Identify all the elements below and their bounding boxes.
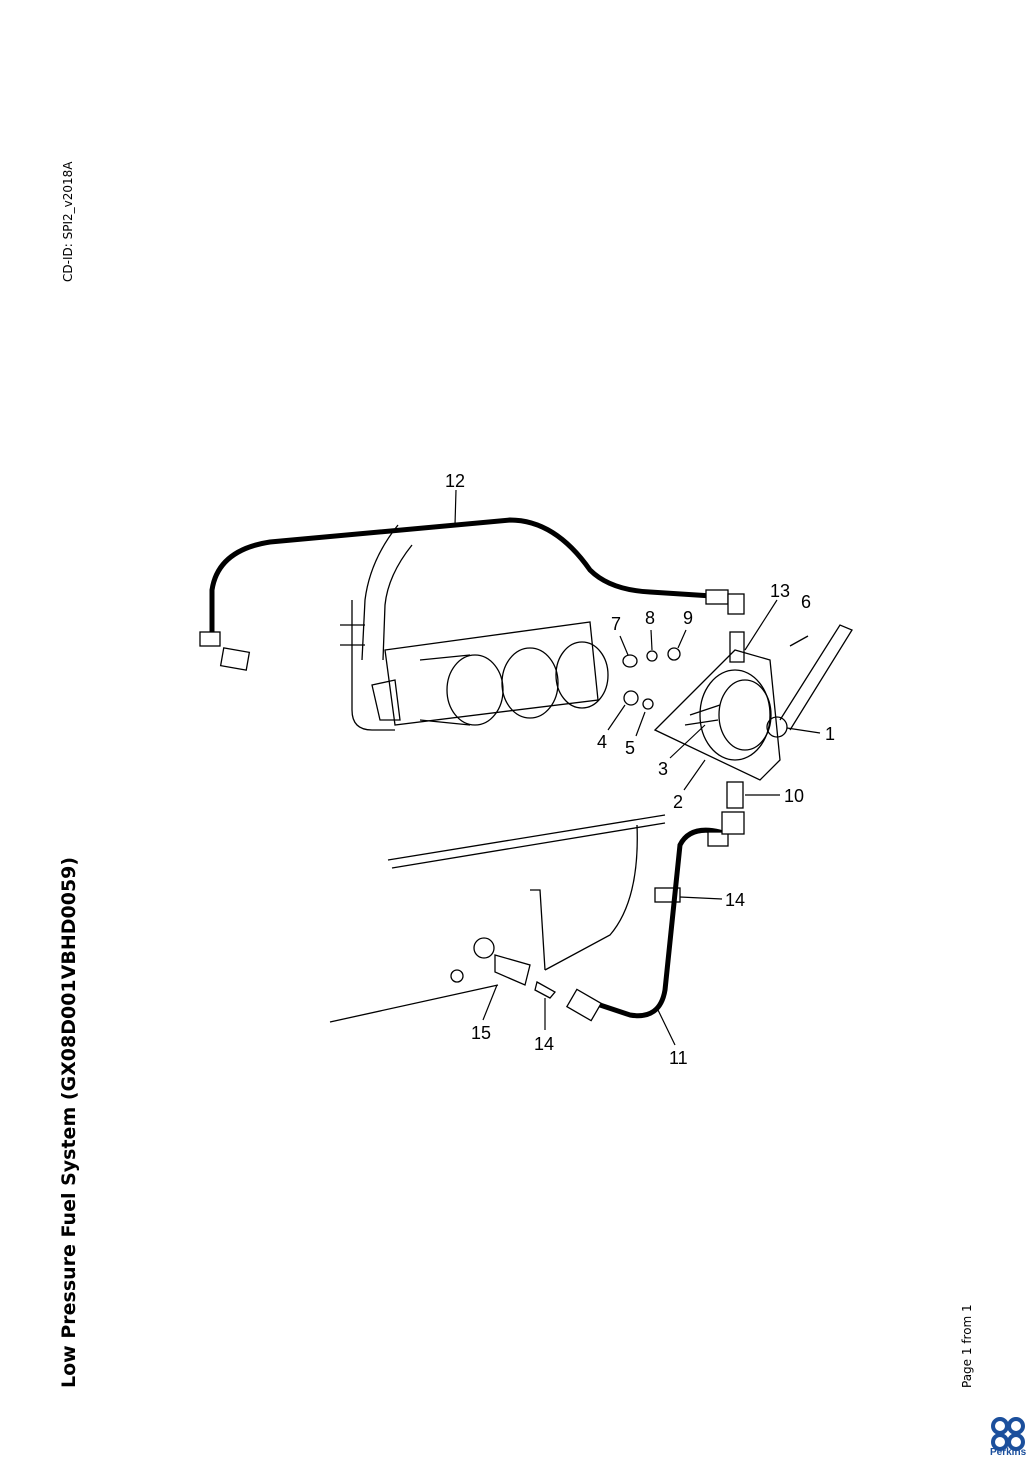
callout-1: 1: [825, 724, 835, 744]
callout-10: 10: [784, 786, 804, 806]
callout-13: 13: [770, 581, 790, 601]
brand-name: Perkins: [990, 1447, 1027, 1458]
callout-6: 6: [801, 592, 811, 612]
callout-8: 8: [645, 608, 655, 628]
callout-14: 14: [725, 890, 745, 910]
perkins-logo-icon: [991, 1417, 1025, 1451]
callout-14-lower: 14: [534, 1034, 554, 1054]
callout-11: 11: [669, 1048, 688, 1068]
leader-lines: [454, 489, 821, 1046]
callout-15: 15: [471, 1023, 491, 1043]
callout-5: 5: [625, 738, 635, 758]
callout-3: 3: [658, 759, 668, 779]
callout-labels: 12 13 6 7 8 9 1 4 5 3 2 10 14 15 14 11: [445, 471, 835, 1068]
callout-4: 4: [597, 732, 607, 752]
callout-9: 9: [683, 608, 693, 628]
engine-outline: [329, 524, 853, 1023]
callout-2: 2: [673, 792, 683, 812]
callout-12: 12: [445, 471, 465, 491]
callout-7: 7: [611, 614, 621, 634]
fuel-pipes: [209, 517, 723, 1019]
